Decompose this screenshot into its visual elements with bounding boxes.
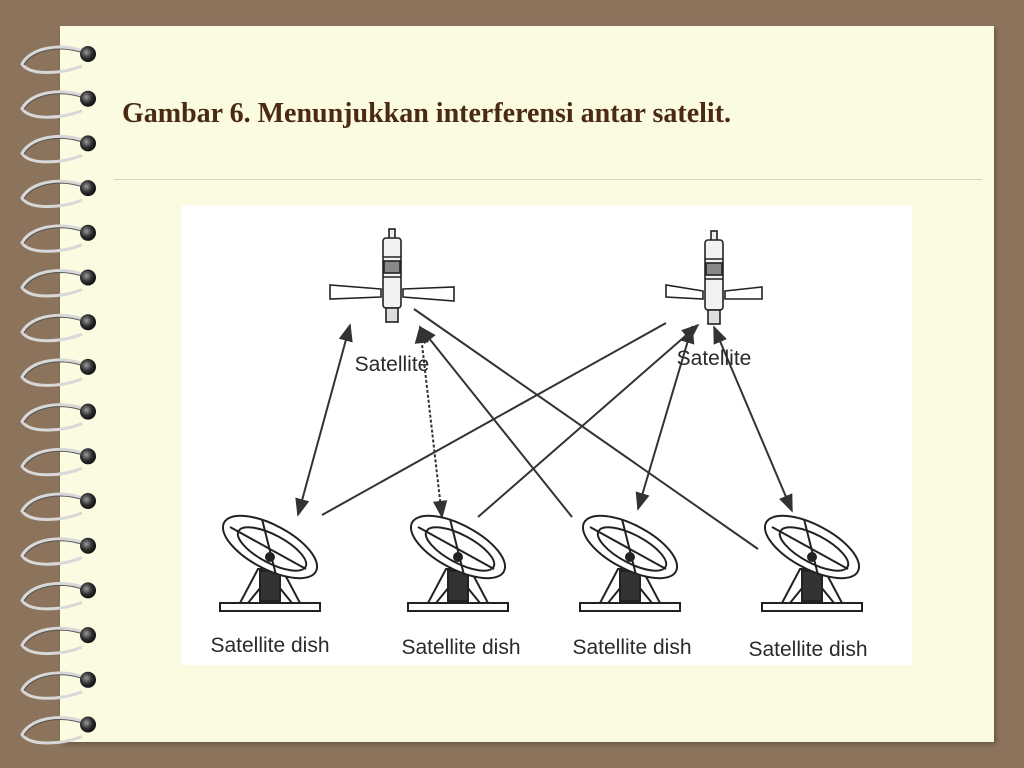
binding-ring: [20, 403, 96, 432]
satellite-2: Satellite: [665, 230, 763, 370]
binding-ring: [20, 537, 96, 566]
binding-ring: [20, 716, 96, 745]
link-dish3-sat1: [418, 325, 573, 518]
binding-ring: [20, 671, 96, 700]
link-dish1-sat1: [295, 323, 353, 517]
satellite-dish-icon: [219, 514, 321, 612]
binding-ring: [20, 135, 96, 164]
satellite-dish-1: [219, 514, 321, 612]
binding-ring: [20, 492, 96, 521]
satellite-dish-icon: [761, 514, 863, 612]
link-dish4-sat2: [713, 325, 793, 513]
satellite-dish-icon: [407, 514, 509, 612]
title-divider: [114, 179, 982, 180]
satellite-dish-4: [761, 514, 863, 612]
spiral-binding: [20, 45, 96, 745]
link-dish4-sat1: [413, 308, 759, 550]
binding-ring: [20, 358, 96, 387]
binding-ring: [20, 582, 96, 611]
binding-ring: [20, 224, 96, 253]
binding-ring: [20, 313, 96, 343]
satellite-interference-diagram: Satellite Satellite Satellite dish Satel…: [182, 205, 912, 665]
satellite-label: Satellite: [677, 347, 752, 370]
dish-label: Satellite dish: [748, 638, 867, 661]
binding-ring: [20, 269, 96, 298]
satellite-icon: [665, 230, 763, 325]
binding-ring: [20, 447, 96, 477]
satellite-dish-icon: [579, 514, 681, 612]
satellite-label: Satellite: [355, 353, 430, 376]
binding-ring: [20, 90, 96, 119]
binding-ring: [20, 626, 96, 656]
binding-ring: [20, 45, 96, 74]
link-dish3-sat2: [635, 325, 695, 511]
signal-links: [295, 308, 793, 550]
satellite-dish-2: [407, 514, 509, 612]
link-dish2-sat1: [414, 325, 448, 519]
binding-ring: [20, 179, 96, 209]
dish-label: Satellite dish: [401, 636, 520, 659]
dish-label: Satellite dish: [572, 636, 691, 659]
satellite-dish-3: [579, 514, 681, 612]
slide-title: Gambar 6. Menunjukkan interferensi antar…: [122, 98, 732, 129]
satellite-1: Satellite: [329, 228, 455, 376]
dish-label: Satellite dish: [210, 634, 329, 657]
satellite-icon: [329, 228, 455, 323]
